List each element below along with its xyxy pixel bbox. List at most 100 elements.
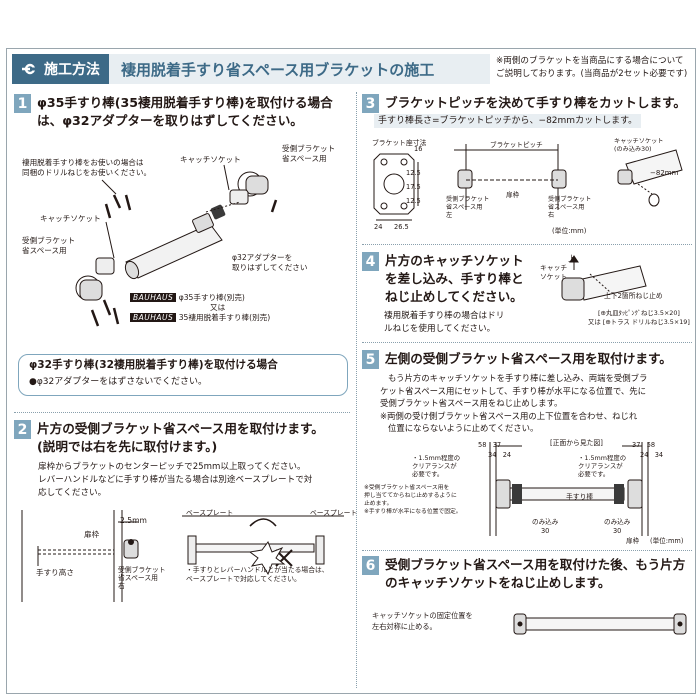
label-bracket-hole: ブラケット座寸法 (372, 139, 427, 147)
screw-icon (102, 299, 112, 316)
divider (362, 244, 692, 245)
step1-title: 1 φ35手すり棒(35褄用脱着手すり棒)を取付ける場合 は、φ32アダプターを… (14, 94, 350, 130)
body-line: 応してください。 (38, 488, 107, 498)
step1-title-line: は、φ32アダプターを取りはずしてください。 (37, 113, 303, 128)
screw-line: [⊕トラス ドリルねじ3.5×19] (602, 318, 690, 326)
rod-option-line: φ35手すり棒(別売) (178, 293, 245, 302)
label-top: 上 (568, 254, 576, 263)
label-minus: −82mm (650, 169, 679, 177)
label-line: 省スペース用 (22, 246, 67, 255)
left-bracket-drawing (75, 257, 115, 301)
body-line: ルねじを使用してください。 (384, 324, 496, 334)
step2-title-line: (説明では右を先に取付けます。) (37, 439, 218, 454)
label-line: 必要です。 (578, 470, 610, 478)
screw-icon (270, 199, 278, 213)
label-line: のみ込み (604, 518, 631, 526)
label-catch-socket-left: キャッチソケット (40, 214, 101, 223)
label-line: 30 (612, 527, 622, 535)
screw-spec: [⊕丸皿ﾀｯﾋﾟﾝｸﾞねじ3.5×20] 又は [⊕トラス ドリルねじ3.5×1… (588, 309, 698, 327)
step5-title: 5 左側の受側ブラケット省スペース用を取付けます。 (362, 350, 692, 369)
dim-value: 58 (478, 441, 487, 449)
pointer-line (105, 221, 115, 259)
step4-title-line: を差し込み、手すり棒と (385, 271, 524, 286)
label-line: ・1.5mm程度の (578, 454, 627, 462)
step1-note-line: 褄用脱着手すり棒をお使いの場合は (22, 158, 144, 167)
screw-icon (112, 194, 122, 209)
step3-title: 3 ブラケットピッチを決めて手すり棒をカットします。 (362, 94, 692, 113)
page-title: 褄用脱着手すり省スペース用ブラケットの施工 (106, 54, 490, 84)
label-line: 必要です。 (412, 470, 444, 478)
label-line: 省スペース用 (118, 574, 158, 582)
body-line: 褄用脱着手すり棒の場合はドリ (384, 311, 505, 321)
cut-rod-drawing (617, 149, 683, 207)
header-note-line: ご説明しております。(当商品が2セット必要です) (496, 69, 688, 79)
dim-value: 34 (654, 451, 664, 459)
right-catch-drawing (614, 479, 643, 509)
pointer-line (101, 179, 117, 195)
screw-icon (124, 194, 132, 211)
step5-illustration (489, 442, 649, 536)
label-line: キャッチソケットの固定位置を (372, 611, 473, 620)
dim-value: 17.5 (406, 183, 421, 191)
step6-illustration (513, 613, 687, 635)
body-line: もう片方のキャッチソケットを手すり棒に差し込み、両端を受側ブラ (388, 373, 648, 383)
label-line: (のみ込み30) (614, 146, 652, 153)
screw-icon (112, 307, 120, 325)
dim-value: 24 (640, 451, 649, 459)
dims-base: 16 (414, 144, 422, 154)
step4-body: 褄用脱着手すり棒の場合はドリ ルねじを使用してください。 (384, 310, 544, 336)
label-bracket-right: 受側ブラケット 省スペース用 右 (548, 196, 591, 220)
step1-title-line: φ35手すり棒(35褄用脱着手すり棒)を取付ける場合 (37, 95, 333, 110)
step1-alt-box: φ32手すり棒(32褄用脱着手すり棒)を取付ける場合 ●φ32アダプターをはずさ… (18, 354, 348, 396)
dim-value: 12.5 (406, 169, 421, 177)
step6-number: 6 (362, 556, 379, 575)
header-note: ※両側のブラケットを当商品にする場合について ご説明しております。(当商品が2セ… (496, 55, 696, 81)
divider (362, 550, 692, 551)
dim-value: 26.5 (394, 223, 409, 231)
column-divider (356, 92, 357, 688)
step6-title-line: のキャッチソケットをねじ止めします。 (385, 575, 611, 590)
label-line: 右 (548, 212, 555, 219)
burst-icon (248, 540, 286, 576)
label-line: 省スペース用 (282, 154, 327, 163)
divider (362, 342, 692, 343)
label-line: 30 (540, 527, 550, 535)
body-line: 扉枠からブラケットのセンターピッチで25mm以上取ってください。 (38, 462, 306, 472)
left-catch-drawing (495, 479, 522, 509)
label-holes: 上下2箇所ねじ止め (604, 292, 663, 300)
step6-note: キャッチソケットの固定位置を 左右対称に止める。 (372, 610, 473, 632)
label-inset-left: のみ込み 30 (532, 518, 558, 536)
bracket-base-drawing (373, 153, 419, 221)
header-tab: 施工方法 (12, 54, 106, 84)
dims-right: 37 58 (632, 440, 655, 450)
right-bracket-drawing (229, 171, 269, 205)
step6-title-line: 受側ブラケット省スペース用を取付けた後、もう片方 (385, 557, 686, 572)
wrench-icon (22, 63, 38, 75)
dim-value: 37 (492, 441, 502, 449)
step4-illustration (561, 255, 647, 301)
divider (14, 412, 350, 413)
step4-title-line: 片方のキャッチソケット (385, 253, 524, 268)
label-clearance-right: ・1.5mm程度の クリアランスが 必要です。 (578, 454, 626, 478)
brand-logo: BAUHAUS (130, 313, 177, 322)
label-rod: 手すり棒 (566, 493, 594, 501)
label-line: ・手すりとレバーハンドルとが当たる場合は、 (186, 566, 329, 574)
label-clearance-left: ・1.5mm程度の クリアランスが 必要です。 (412, 454, 460, 478)
rod-or: 又は (210, 303, 226, 312)
rod-option-line: 35褄用脱着手すり棒(別売) (178, 313, 271, 322)
caution-note: ・手すりとレバーハンドルとが当たる場合は、 ベースプレートで対応してください。 (186, 566, 329, 584)
step5-body: もう片方のキャッチソケットを手すり棒に差し込み、両端を受側ブラ ケット省スペース… (380, 372, 694, 435)
step1-number: 1 (14, 94, 31, 113)
step1-alt-bullet: ●φ32アダプターをはずさないでください。 (29, 377, 207, 387)
label-line: ※手すり棒が水平になる位置で固定。 (364, 509, 462, 515)
step3-formula: 手すり棒長さ=ブラケットピッチから、−82mmカットします。 (374, 114, 642, 128)
handrail-rod-drawing (124, 204, 226, 280)
body-line: 受側ブラケット省スペース用をねじ止めします。 (380, 398, 563, 408)
label-front: [正面から見た図] (550, 439, 603, 447)
dim-value: 24 (374, 223, 383, 231)
step2-number: 2 (14, 420, 31, 439)
header-note-line: ※両側のブラケットを当商品にする場合について (496, 56, 684, 66)
label-line: 受側ブラケット (118, 566, 166, 574)
dim-value: 58 (646, 441, 656, 449)
label-catch: キャッチソケット (のみ込み30) (614, 138, 664, 154)
